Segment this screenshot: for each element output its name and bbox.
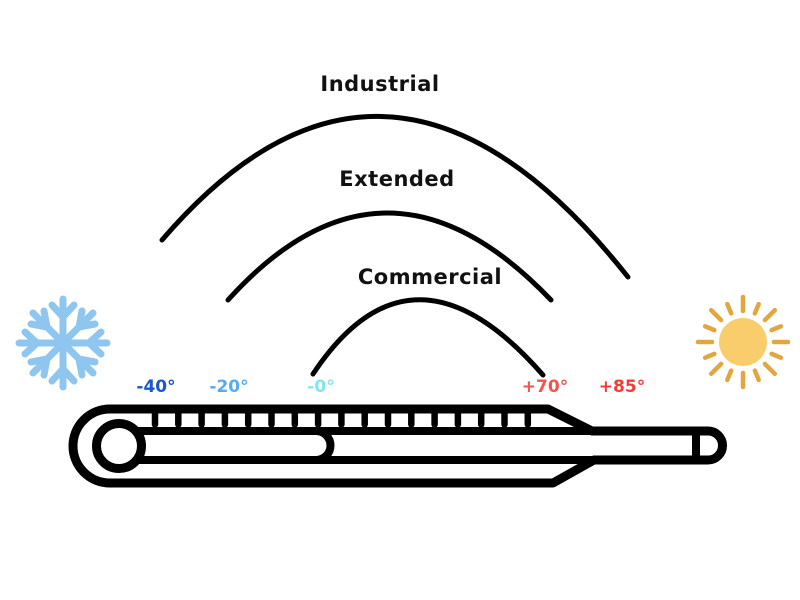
temp-label-plus-70: +70° bbox=[521, 377, 569, 397]
sun-ray bbox=[702, 351, 717, 360]
snowflake-icon bbox=[15, 295, 111, 391]
thermometer-casing bbox=[68, 404, 727, 488]
sun-ray bbox=[762, 361, 778, 377]
commercial-range-label: Commercial bbox=[357, 265, 503, 289]
temp-label-minus-40: -40° bbox=[136, 377, 176, 397]
temp-label-plus-85: +85° bbox=[598, 377, 646, 397]
sun-ray bbox=[769, 351, 784, 360]
sun-disc bbox=[719, 318, 767, 366]
temp-label-minus-20: -20° bbox=[209, 377, 249, 397]
industrial-range-label: Industrial bbox=[320, 72, 440, 96]
sun-ray bbox=[708, 307, 724, 323]
sun-ray bbox=[708, 361, 724, 377]
sun-icon bbox=[695, 294, 791, 390]
sun-ray bbox=[752, 368, 761, 383]
sun-ray bbox=[725, 368, 734, 383]
thermometer-ticks bbox=[151, 407, 532, 428]
commercial-range-arc bbox=[310, 297, 546, 378]
extended-range-arc bbox=[225, 210, 554, 303]
mercury-column-end bbox=[315, 427, 335, 464]
sun-ray bbox=[725, 301, 734, 316]
industrial-range-arc bbox=[159, 113, 631, 280]
thermometer bbox=[68, 404, 727, 488]
sun-ray bbox=[752, 301, 761, 316]
sun-ray bbox=[769, 324, 784, 333]
extended-range-label: Extended bbox=[339, 167, 455, 191]
sun-ray bbox=[702, 324, 717, 333]
temp-label-minus-0: -0° bbox=[307, 377, 335, 397]
thermometer-bulb bbox=[92, 419, 146, 473]
sun-ray bbox=[762, 307, 778, 323]
